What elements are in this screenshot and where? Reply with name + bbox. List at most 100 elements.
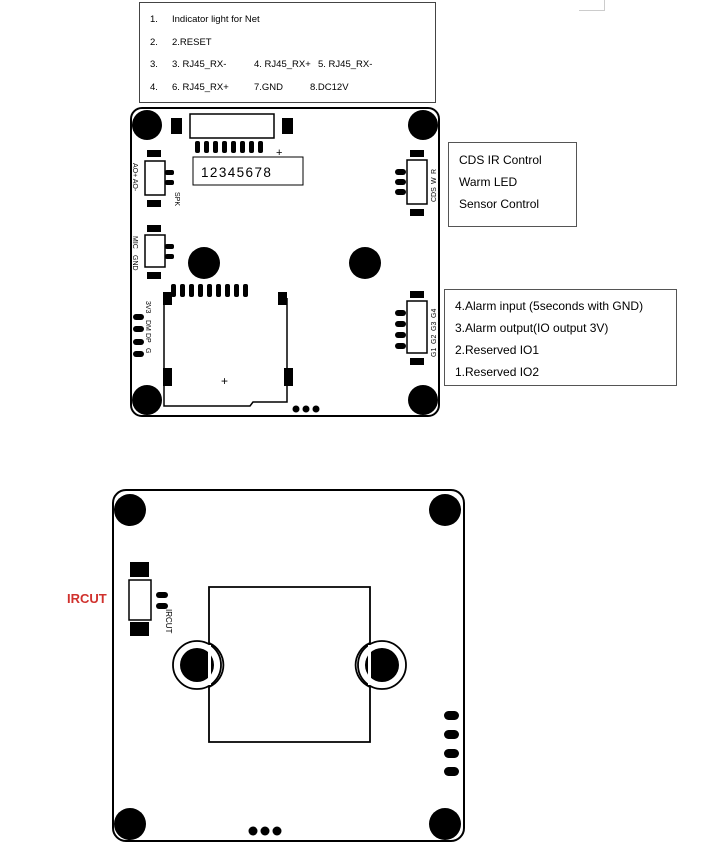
connector-notes-box: 1. Indicator light for Net 2. 2.RESET 3.… [139,2,436,103]
note-item: 4. RJ45_RX+ [254,59,311,70]
note-num: 4. [150,82,158,93]
usb-label-g: G [144,348,151,353]
dot-icon [292,405,300,413]
alarm-callout-box: 4.Alarm input (5seconds with GND) 3.Alar… [444,289,677,386]
mic-pin [165,254,174,259]
alarm-connector-body [406,300,428,354]
alarm-label-g2: G2 [431,335,438,344]
lens-mount-hole-icon [180,648,214,682]
spk-pin [165,180,174,185]
lens-holder-gap [208,645,211,685]
dot-icon [272,826,282,836]
cds-callout-item: Sensor Control [459,197,540,211]
lens-mount-hole-icon [365,648,399,682]
lens-holder-outline [208,586,371,743]
alarm-label-g3: G3 [431,322,438,331]
top-connector-pins [195,141,263,153]
dot-icon [302,405,310,413]
mic-pad-bottom [147,272,161,279]
alarm-callout-item: 2.Reserved IO1 [455,343,540,357]
alarm-pad-bottom [410,358,424,365]
pin-number-box [192,156,304,186]
side-pin [444,749,459,758]
usb-label-dm: DM [144,320,151,331]
center-hole-icon [188,247,220,279]
note-line-1: 1. Indicator light for Net [150,14,260,25]
alarm-callout-item: 4.Alarm input (5seconds with GND) [455,299,644,313]
alarm-callout-item: 1.Reserved IO2 [455,365,540,379]
spk-pin [165,170,174,175]
side-pin [444,711,459,720]
corner-mark [579,0,605,11]
cds-callout-item: CDS IR Control [459,153,542,167]
ircut-silk-label: IRCUT [164,609,173,634]
side-pin [444,767,459,776]
mic-pad-top [147,225,161,232]
alarm-label-g1: G1 [431,348,438,357]
top-plus-mark: + [276,147,282,159]
alarm-pin [395,321,406,327]
alarm-pad-top [410,291,424,298]
mount-hole-icon [114,808,146,840]
top-connector-body [189,113,275,139]
ircut-pin [156,592,168,598]
note-num: 3. [150,59,158,70]
bottom-board: IRCUT [112,489,465,842]
connector-tab-right [282,118,293,134]
cds-pin [395,179,406,185]
alarm-label-g4: G4 [431,309,438,318]
pin-numbers: 12345678 [201,165,272,180]
ao-label: AO+ AO- [131,163,138,192]
cds-pin [395,169,406,175]
sd-slot-tab [278,292,287,305]
mount-hole-icon [114,494,146,526]
cds-pin [395,189,406,195]
usb-pin [133,351,144,357]
gnd-label: GND [131,255,138,271]
connector-tab-left [171,118,182,134]
note-line-3: 3. 3. RJ45_RX- 4. RJ45_RX+ 5. RJ45_RX- [150,59,430,70]
sd-slot-tab [284,368,293,386]
mount-hole-icon [132,385,162,415]
center-hole-icon [349,247,381,279]
dot-icon [312,405,320,413]
cds-label: CDS [431,187,438,202]
mount-hole-icon [408,110,438,140]
mic-label: MIC [131,236,138,249]
side-pin [444,730,459,739]
ircut-connector-body [128,579,152,621]
note-item: Indicator light for Net [172,14,260,25]
cds-label-r: R [431,169,438,174]
mount-hole-icon [429,808,461,840]
cds-callout-item: Warm LED [459,175,518,189]
note-item: 5. RJ45_RX- [318,59,373,70]
spk-pad-bottom [147,200,161,207]
cds-pad-top [410,150,424,157]
ircut-pad-top [130,562,149,577]
alarm-pin [395,332,406,338]
lens-holder-gap [368,645,371,685]
ircut-pin [156,603,168,609]
mic-pin [165,244,174,249]
top-board: + 12345678 AO+ AO- SPK MIC GND [130,107,440,417]
spk-connector-body [144,160,166,196]
mount-hole-icon [429,494,461,526]
usb-label-3v3: 3V3 [144,301,151,314]
ircut-pad-bottom [130,622,149,636]
dot-icon [248,826,258,836]
note-line-2: 2. 2.RESET [150,37,212,48]
sd-slot-pins [171,284,248,297]
note-num: 1. [150,14,158,25]
mount-hole-icon [408,385,438,415]
note-line-4: 4. 6. RJ45_RX+ 7.GND 8.DC12V [150,82,430,93]
mount-hole-icon [132,110,162,140]
sd-slot-tab [163,368,172,386]
cds-pad-bottom [410,209,424,216]
dot-icon [260,826,270,836]
cds-label-w: W [431,177,438,184]
spk-pad-top [147,150,161,157]
ircut-callout: IRCUT [67,591,107,606]
cds-callout-box: CDS IR Control Warm LED Sensor Control [448,142,577,227]
cds-connector-body [406,159,428,205]
